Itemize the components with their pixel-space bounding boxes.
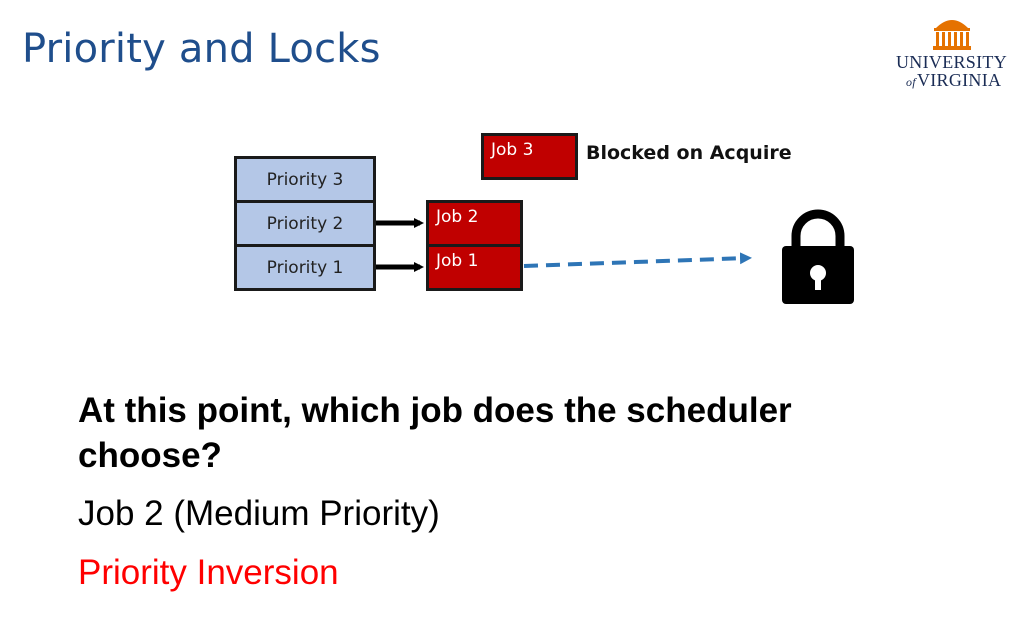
answer-text: Job 2 (Medium Priority) — [78, 494, 440, 533]
priority-2-box: Priority 2 — [234, 200, 376, 247]
logo-text-of: of — [906, 75, 916, 89]
priority-1-box: Priority 1 — [234, 244, 376, 291]
dashed-arrow-icon — [523, 252, 752, 268]
padlock-icon — [782, 209, 854, 304]
question-text: At this point, which job does the schedu… — [78, 391, 792, 475]
logo-text-virginia-word: VIRGINIA — [916, 70, 1002, 90]
university-logo: UNIVERSITY ofVIRGINIA — [892, 14, 1012, 94]
priority-3-box: Priority 3 — [234, 156, 376, 203]
page-title: Priority and Locks — [22, 26, 381, 72]
job-1-box: Job 1 — [426, 244, 523, 291]
job-3-box: Job 3 — [481, 133, 578, 180]
rotunda-icon — [933, 20, 971, 50]
blocked-label: Blocked on Acquire — [586, 142, 792, 164]
logo-text-university: UNIVERSITY — [896, 52, 1007, 72]
logo-text-virginia: ofVIRGINIA — [906, 70, 1001, 91]
conclusion-text: Priority Inversion — [78, 553, 339, 592]
job-2-box: Job 2 — [426, 200, 523, 247]
